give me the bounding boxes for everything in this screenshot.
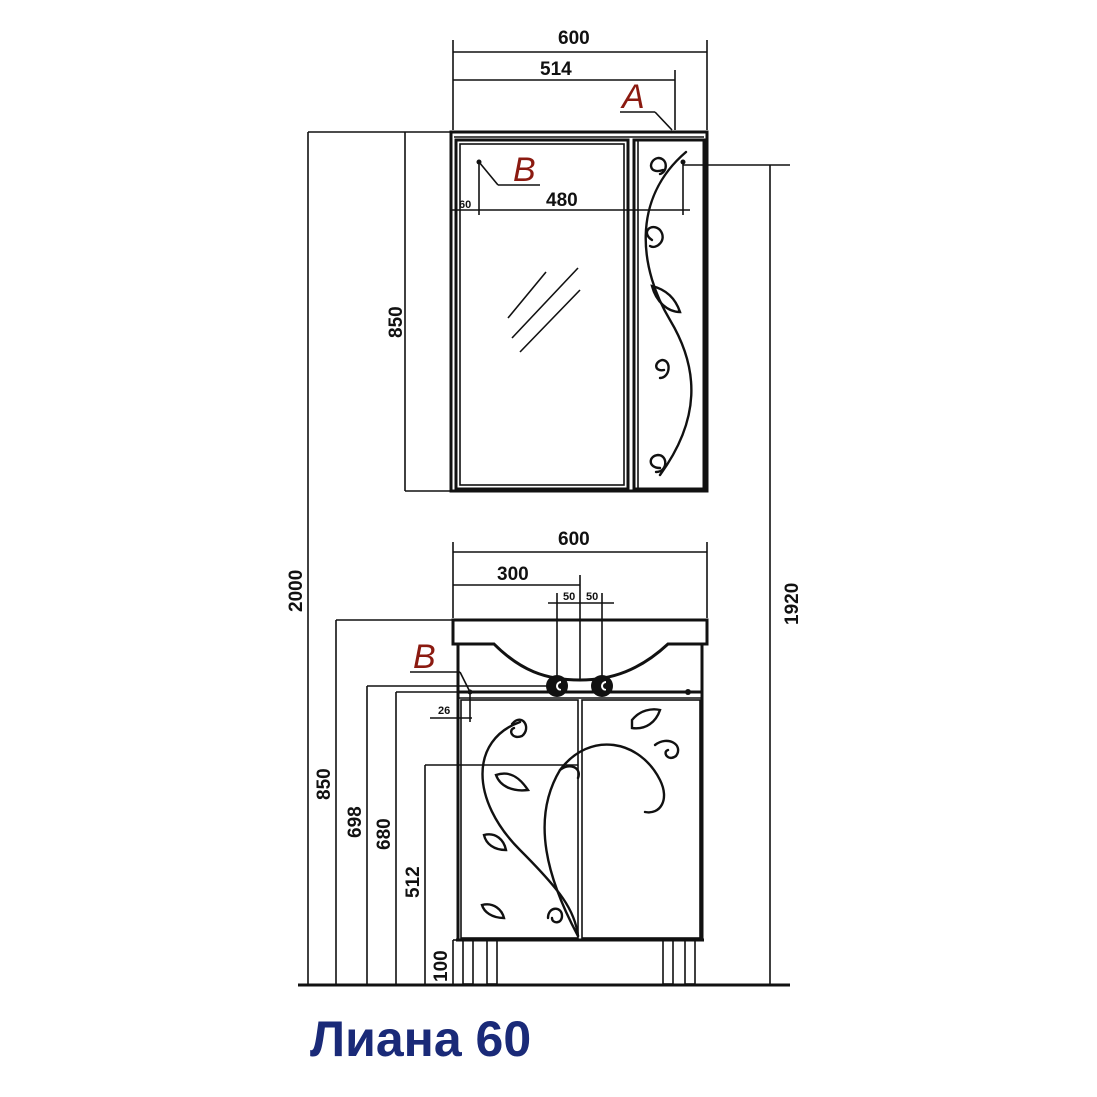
vanity-level-698-label: 698 bbox=[345, 806, 366, 838]
mirror-dimensions: 600 514 A B 480 60 850 1920 bbox=[386, 28, 803, 985]
vanity-leg-right bbox=[684, 939, 696, 985]
vanity-height-label: 850 bbox=[314, 768, 335, 800]
vine-ornament-icon bbox=[644, 150, 693, 477]
vanity-level-680-label: 680 bbox=[374, 818, 395, 850]
mirror-door bbox=[454, 138, 630, 491]
mirror-glare-icon bbox=[507, 267, 581, 353]
mirror-cabinet-body bbox=[449, 130, 709, 493]
vanity-right-offset-label: 50 bbox=[586, 591, 598, 603]
mirror-height-label: 850 bbox=[386, 306, 407, 338]
mirror-mount-offset-label: 60 bbox=[459, 199, 471, 211]
total-height-label: 2000 bbox=[286, 570, 307, 612]
vanity-left-offset-label: 50 bbox=[563, 591, 575, 603]
vanity-legs-label: 100 bbox=[431, 950, 452, 982]
vanity-half-width-label: 300 bbox=[497, 564, 529, 585]
top-mount-height-label: 1920 bbox=[782, 583, 803, 625]
vanity-door-right bbox=[581, 699, 701, 939]
mirror-marker-b: B bbox=[513, 151, 536, 189]
vine-ornament-icon bbox=[480, 708, 680, 938]
mirror-width-label: 600 bbox=[558, 28, 590, 49]
vanity-width-label: 600 bbox=[558, 529, 590, 550]
vanity-leg-mid-right bbox=[662, 939, 674, 985]
vanity-marker-b: B bbox=[413, 638, 436, 676]
mirror-cabinet bbox=[449, 130, 709, 493]
vanity-leg-left bbox=[462, 939, 474, 985]
vanity-door-left bbox=[460, 699, 579, 939]
vanity-dimensions: 600 300 50 50 B 26 2000 850 698 bbox=[286, 131, 790, 987]
vanity-leg-mid-left bbox=[486, 939, 498, 985]
vanity-level-512-label: 512 bbox=[403, 866, 424, 898]
mirror-marker-a: A bbox=[620, 78, 645, 116]
mirror-inner-width-label: 514 bbox=[540, 59, 572, 80]
mirror-mount-width-label: 480 bbox=[546, 190, 578, 211]
product-title: Лиана 60 bbox=[310, 1011, 532, 1067]
mirror-side-panel bbox=[632, 138, 706, 491]
vanity-side-offset-label: 26 bbox=[438, 705, 450, 717]
